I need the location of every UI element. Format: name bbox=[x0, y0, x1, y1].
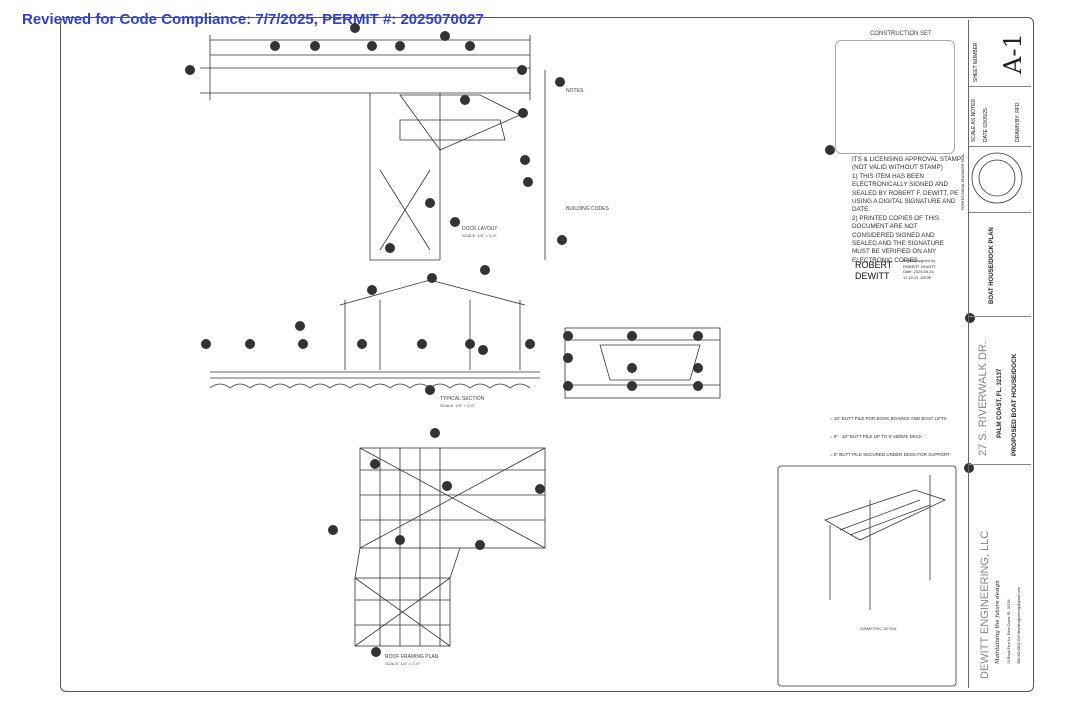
signature-last-name: DEWITT bbox=[855, 271, 890, 281]
approval-line: MUST BE VERIFIED ON ANY bbox=[852, 248, 937, 256]
firm-cell: DEWITT ENGINEERING, LLC Maintaining the … bbox=[969, 464, 1031, 686]
firm-name: DEWITT ENGINEERING, LLC bbox=[979, 530, 991, 679]
sheet-number-label: SHEET NUMBER bbox=[973, 42, 979, 82]
approval-line: 2) PRINTED COPIES OF THIS bbox=[852, 214, 940, 222]
approval-line: USING A DIGITAL SIGNATURE AND bbox=[852, 198, 956, 206]
approval-line: SEALED BY ROBERT F. DEWITT, PE bbox=[852, 189, 959, 197]
digital-signature: Digitally signed by ROBERT DEWITT Date: … bbox=[903, 258, 936, 280]
digital-signature-line: 17:22:21 -04'00' bbox=[903, 274, 932, 280]
scale-text: SCALE AS NOTED bbox=[971, 98, 977, 142]
drawing-sheet-frame bbox=[60, 17, 1034, 692]
plan-title-cell: BOAT HOUSE/DOCK PLAN bbox=[969, 212, 1031, 317]
seal-label: PROFESSIONAL ENGINEER SEAL bbox=[961, 153, 965, 210]
notes-title: NOTES: bbox=[566, 88, 585, 94]
digital-signature-line: Date: 2025.05.26 bbox=[903, 269, 934, 274]
firm-contact: 386-302-6842 Cell dewittengineering@gmai… bbox=[1017, 587, 1021, 664]
project-city: PALM COAST, FL. 32137 bbox=[997, 368, 1003, 438]
approval-line: DOCUMENT ARE NOT bbox=[852, 223, 918, 231]
typical-section-scale: SCALE: 1/4" = 1'-0" bbox=[440, 403, 475, 408]
sheet-number-cell: SHEET NUMBER A-1 bbox=[969, 20, 1031, 87]
project-cell: 27 S. RIVERWALK DR. PALM COAST, FL. 3213… bbox=[969, 316, 1031, 465]
isometric-title: ISOMETRIC DETAIL bbox=[860, 626, 898, 631]
digital-signature-line: ROBERT DEWITT bbox=[903, 263, 936, 269]
typical-section-title: TYPICAL SECTION bbox=[440, 396, 485, 402]
construction-set-label: CONSTRUCTION SET bbox=[870, 31, 932, 37]
project-name: PROPOSED BOAT HOUSE/DOCK bbox=[1011, 353, 1018, 456]
legend-item: = 8" - 10" BUTT PILE UP TO 8' ABOVE DECK bbox=[830, 434, 923, 439]
digital-signature-line: Digitally signed by bbox=[903, 258, 936, 263]
legend-item: = 10" BUTT PILE FOR BOOK BOARDS AND BOAT… bbox=[830, 416, 947, 421]
framing-plan-title: ROOF FRAMING PLAN bbox=[385, 654, 439, 660]
project-address: 27 S. RIVERWALK DR. bbox=[977, 341, 989, 456]
compliance-stamp: Reviewed for Code Compliance: 7/7/2025, … bbox=[22, 11, 484, 28]
approval-line: ITS & LICENSING APPROVAL STAMP bbox=[852, 156, 962, 163]
pile-legend: = 10" BUTT PILE FOR BOOK BOARDS AND BOAT… bbox=[830, 410, 950, 464]
date-text: DATE 02/05/25 bbox=[983, 108, 989, 142]
building-codes-title: BUILDING CODES bbox=[566, 206, 609, 212]
dock-layout-scale: SCALE: 1/4" = 1'-0" bbox=[462, 233, 497, 238]
legend-item: = 8" BUTT PILE SECURED UNDER DECK FOR SU… bbox=[830, 452, 950, 457]
drawn-by-text: DRAWN BY: RFD bbox=[1015, 102, 1021, 142]
seal-cell: PROFESSIONAL ENGINEER SEAL bbox=[961, 146, 1031, 213]
approval-line: (NOT VALID WITHOUT STAMP) bbox=[852, 164, 943, 172]
firm-tagline: Maintaining the future design bbox=[995, 580, 1001, 664]
notes-box bbox=[835, 40, 955, 154]
sheet-number: A-1 bbox=[999, 33, 1027, 74]
scale-date-cell: SCALE AS NOTED DATE 02/05/25 DRAWN BY: R… bbox=[969, 86, 1031, 147]
approval-line: DATE. bbox=[852, 206, 871, 214]
approval-line: 1) THIS ITEM HAS BEEN bbox=[852, 172, 924, 180]
firm-address: 10 Royal Fern Ln. Palm Coast, FL. 32164 bbox=[1007, 599, 1011, 664]
plan-title: BOAT HOUSE/DOCK PLAN bbox=[989, 227, 995, 304]
approval-line: SEALED AND THE SIGNATURE bbox=[852, 240, 944, 248]
approval-block: ITS & LICENSING APPROVAL STAMP (NOT VALI… bbox=[852, 156, 961, 265]
signature-first-name: ROBERT bbox=[855, 260, 893, 270]
dock-layout-title: DOCK LAYOUT bbox=[462, 226, 498, 232]
approval-line: CONSIDERED SIGNED AND bbox=[852, 231, 935, 239]
framing-plan-scale: SCALE: 1/4" = 1'-0" bbox=[385, 661, 420, 666]
title-block: SHEET NUMBER A-1 SCALE AS NOTED DATE 02/… bbox=[961, 20, 1031, 688]
approval-line: ELECTRONIC COPIES. bbox=[852, 256, 920, 264]
approval-line: ELECTRONICALLY SIGNED AND bbox=[852, 181, 948, 189]
